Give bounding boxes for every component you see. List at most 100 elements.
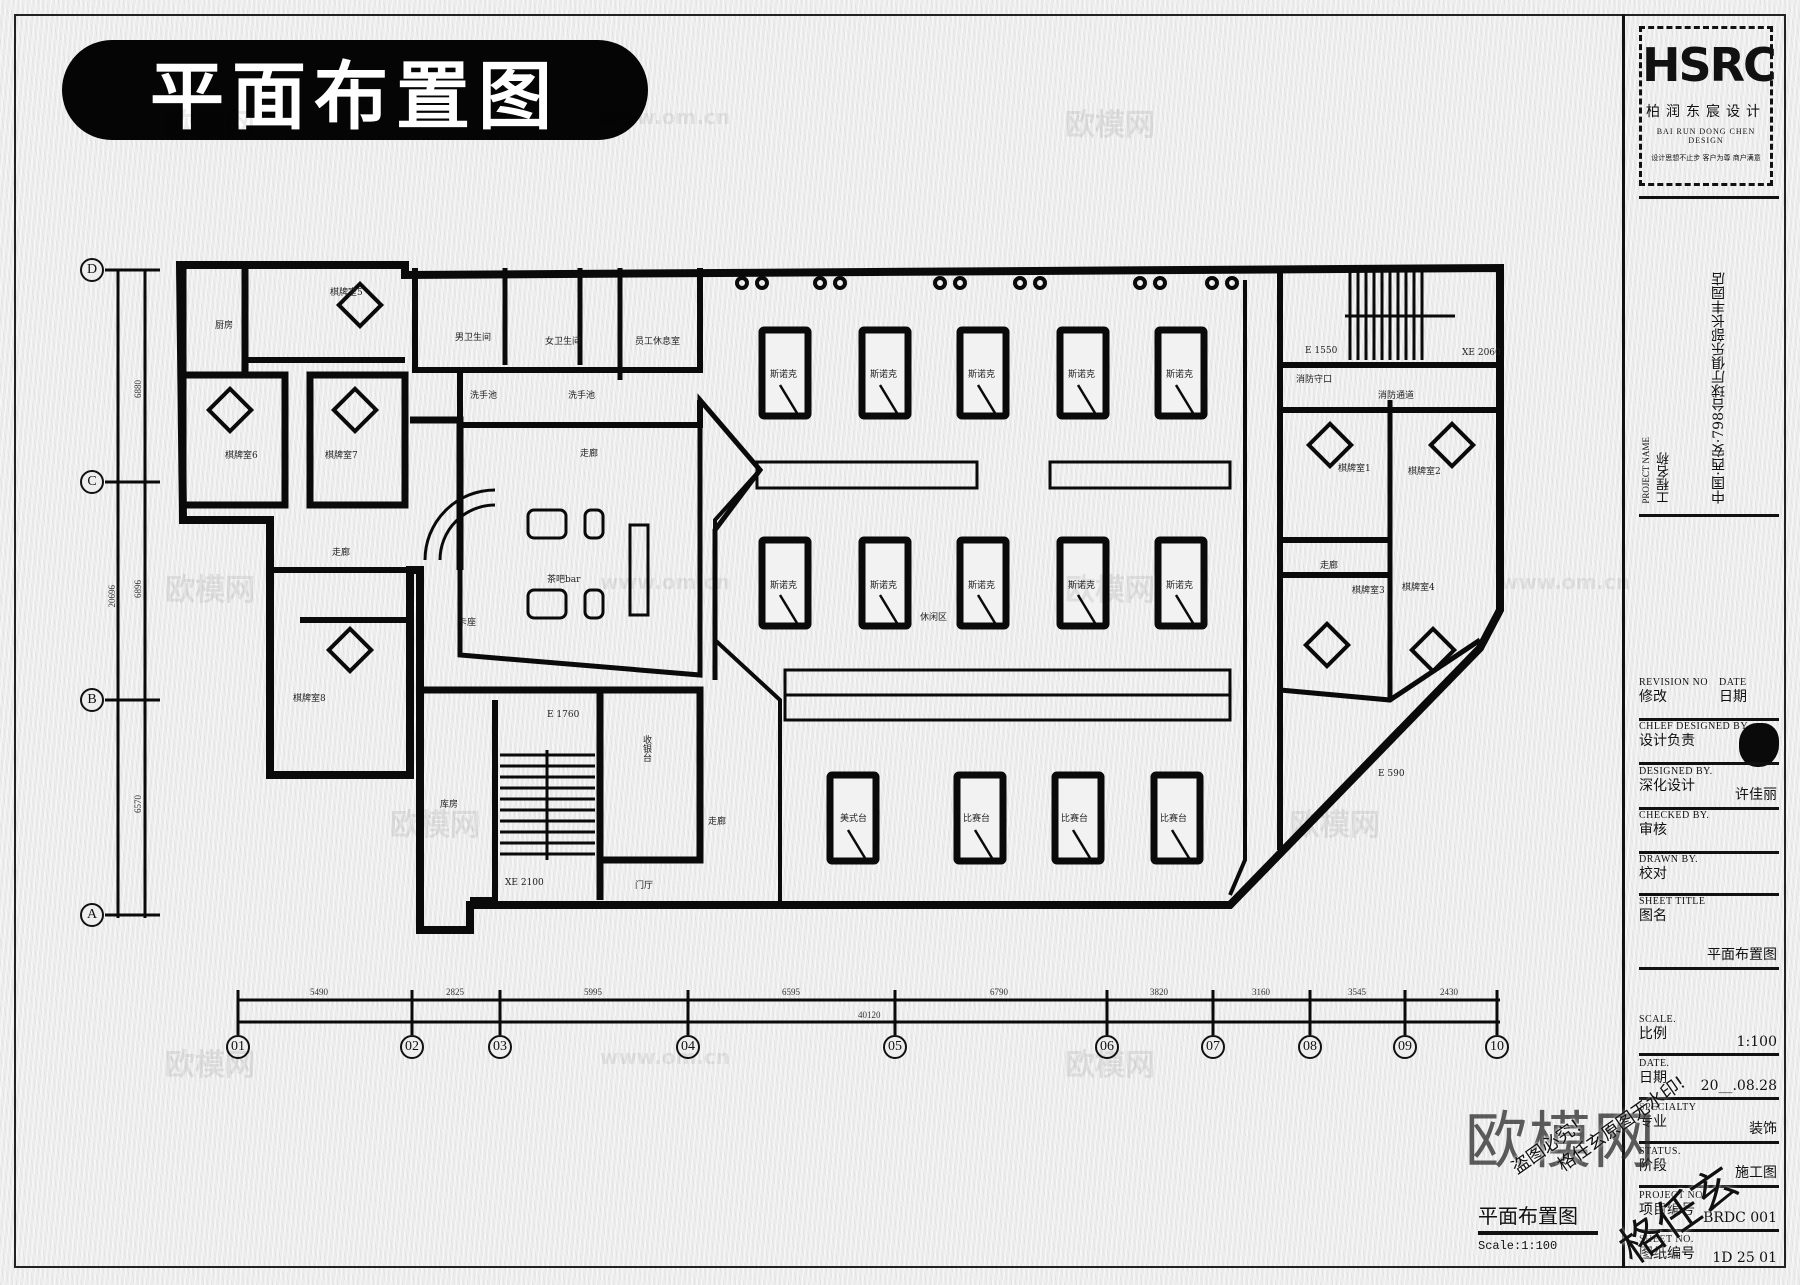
room-lobby: 门厅: [635, 881, 654, 891]
table-label: 比赛台: [1061, 814, 1089, 824]
grid-axis-06: 06: [1095, 1035, 1119, 1059]
dim-B-A: 6570: [133, 795, 143, 813]
company-name-cn: 柏润东宸设计: [1646, 104, 1766, 120]
dim-C-B: 6896: [133, 580, 143, 598]
grid-axis-A: A: [80, 903, 104, 927]
watermark-url: www.om.cn: [600, 570, 731, 594]
row-value: BRDC 001: [1703, 1210, 1777, 1226]
table-label: 斯诺克: [770, 370, 798, 380]
row-label-en: PROJECT NO.: [1639, 1190, 1706, 1201]
company-name-en: BAI RUN DONG CHEN DESIGN: [1656, 127, 1756, 145]
label-stairs-e: E 1760: [547, 710, 580, 720]
row-label-cn: 日期: [1639, 1070, 1667, 1086]
row-value: 许佳丽: [1735, 787, 1777, 803]
grid-axis-09: 09: [1393, 1035, 1417, 1059]
row-value: 1:100: [1736, 1034, 1777, 1050]
logo-mark: HSRC: [1642, 38, 1777, 92]
row-value: 20__.08.28: [1700, 1078, 1777, 1094]
room-mens-wc: 男卫生间: [455, 333, 492, 343]
watermark-brand: 欧模网: [1290, 808, 1380, 843]
room-vip7: 棋牌室7: [325, 451, 358, 461]
room-fire-corridor: 消防通道: [1378, 391, 1415, 401]
room-card-area: 卡座: [458, 618, 477, 628]
divider: [1639, 196, 1779, 199]
project-name: 中国·西安·798台球厅俱乐部长丰园店: [1711, 272, 1727, 504]
table-label: 比赛台: [1160, 814, 1188, 824]
table-label: 斯诺克: [1068, 581, 1096, 591]
row-label-cn: 图名: [1639, 908, 1667, 924]
watermark-url: www.om.cn: [1500, 570, 1631, 594]
grid-axis-B: B: [80, 688, 104, 712]
drawing-frame: [14, 14, 1786, 1268]
grid-axis-07: 07: [1201, 1035, 1225, 1059]
dim-03-04: 5995: [584, 987, 602, 997]
table-label: 斯诺克: [1068, 370, 1096, 380]
room-lounge: 休闲区: [920, 613, 948, 623]
room-vip8: 棋牌室8: [293, 694, 326, 704]
row-drawn: DRAWN BY. 校对: [1639, 854, 1779, 896]
table-label: 斯诺克: [770, 581, 798, 591]
room-corridor-a: 走廊: [580, 449, 599, 459]
project-name-label-en: PROJECT NAME: [1641, 437, 1651, 504]
watermark-brand: 欧模网: [1065, 108, 1155, 143]
sheet-caption-scale: Scale:1:100: [1478, 1239, 1558, 1253]
room-staff-rest: 员工休息室: [635, 337, 681, 347]
row-scale: SCALE. 比例 1:100: [1639, 1014, 1779, 1056]
row-label-en: REVISION NO: [1639, 677, 1709, 688]
row-label-en: SPECIALTY: [1639, 1102, 1697, 1113]
table-label: 美式台: [840, 814, 868, 824]
grid-axis-01: 01: [226, 1035, 250, 1059]
row-label-en: DATE.: [1639, 1058, 1670, 1069]
watermark-url: www.om.cn: [600, 1045, 731, 1069]
dim-02-03: 2825: [446, 987, 464, 997]
row-specialty: SPECIALTY 专业 装饰: [1639, 1102, 1779, 1144]
row-sheet-title: SHEET TITLE 图名 平面布置图: [1639, 896, 1779, 970]
row-label-cn: 校对: [1639, 866, 1667, 882]
row-status: STATUS. 阶段 施工图: [1639, 1146, 1779, 1188]
table-label: 斯诺克: [870, 581, 898, 591]
row-value: 1D 25 01: [1712, 1250, 1777, 1266]
label-xe-2060: XE 2060: [1462, 348, 1501, 358]
label-e-590: E 590: [1378, 769, 1405, 779]
table-label: 斯诺克: [968, 370, 996, 380]
row-label-cn: 设计负责: [1639, 733, 1695, 749]
divider: [1639, 514, 1779, 517]
row-label-cn: 项目编号: [1639, 1202, 1695, 1218]
project-name-label-cn: 工程名称: [1657, 452, 1672, 504]
grid-axis-04: 04: [676, 1035, 700, 1059]
row-date2: DATE. 日期 20__.08.28: [1639, 1058, 1779, 1100]
row-project-no: PROJECT NO. 项目编号 BRDC 001: [1639, 1190, 1779, 1232]
row-checked: CHECKED BY. 审核: [1639, 810, 1779, 854]
table-label: 斯诺克: [968, 581, 996, 591]
sheet-caption-title: 平面布置图: [1478, 1200, 1598, 1235]
room-vip4: 棋牌室4: [1402, 583, 1435, 593]
room-reception: 收银台: [641, 735, 651, 762]
row-label-en: DATE: [1719, 677, 1747, 688]
room-vip2: 棋牌室2: [1408, 467, 1441, 477]
table-label: 斯诺克: [870, 370, 898, 380]
dim-07-08: 3160: [1252, 987, 1270, 997]
signature-blot: [1739, 723, 1779, 767]
label-e-1550: E 1550: [1305, 346, 1338, 356]
room-fire-door: 消防守口: [1296, 375, 1333, 385]
watermark-url: www.om.cn: [600, 105, 731, 129]
row-label-cn: 阶段: [1639, 1158, 1667, 1174]
dim-08-09: 3545: [1348, 987, 1366, 997]
row-label-cn: 日期: [1719, 689, 1747, 705]
room-vip3: 棋牌室3: [1352, 586, 1385, 596]
watermark-stamp-brand: 欧模网: [1465, 1104, 1658, 1177]
watermark-brand: 欧模网: [1065, 573, 1155, 608]
company-motto: 设计思想不止步 客户为尊 商户满意: [1651, 154, 1761, 162]
label-stairs-xe: XE 2100: [505, 878, 544, 888]
row-label-cn: 专业: [1639, 1114, 1667, 1130]
company-logo: HSRC 柏润东宸设计 BAI RUN DONG CHEN DESIGN 设计思…: [1639, 26, 1777, 186]
room-corridor-b: 走廊: [332, 548, 351, 558]
grid-axis-02: 02: [400, 1035, 424, 1059]
title-block: HSRC 柏润东宸设计 BAI RUN DONG CHEN DESIGN 设计思…: [1622, 14, 1786, 1268]
row-date: DATE 日期: [1719, 677, 1747, 705]
project-name-block: PROJECT NAME 工程名称 中国·西安·798台球厅俱乐部长丰园店: [1639, 204, 1779, 514]
room-vip6: 棋牌室6: [225, 451, 258, 461]
row-label-en: SHEET TITLE: [1639, 896, 1706, 907]
grid-axis-03: 03: [488, 1035, 512, 1059]
